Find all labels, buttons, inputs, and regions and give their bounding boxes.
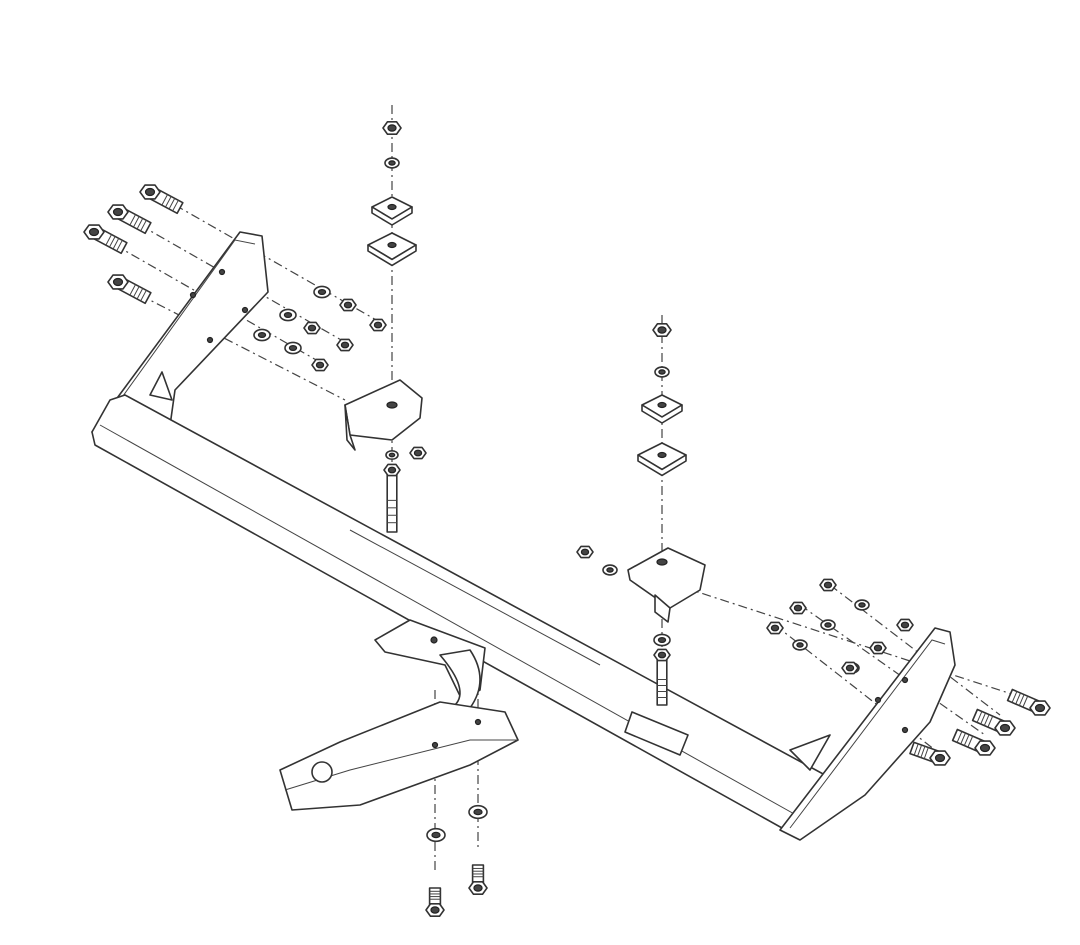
left-center-bracket	[344, 379, 423, 451]
nut-hole	[315, 361, 325, 369]
bolt-thread	[172, 200, 179, 212]
bolt-thread	[112, 238, 120, 250]
bolt-thread	[129, 214, 136, 226]
nut-hole	[793, 604, 803, 612]
nut-hole	[307, 324, 317, 332]
bolt-thread	[105, 234, 112, 246]
bolt-thread	[116, 240, 123, 252]
nut-hole	[873, 644, 883, 652]
bolt-thread	[1011, 691, 1018, 703]
bolt-thread	[161, 194, 168, 206]
bolt-thread	[1022, 695, 1029, 708]
nut-hole	[580, 548, 590, 556]
right-center-bracket	[627, 547, 706, 623]
bolt-thread	[963, 734, 970, 746]
nut-hole	[657, 326, 667, 334]
nut-hole	[387, 466, 397, 474]
hardware	[83, 120, 1051, 918]
washer-hole	[317, 289, 327, 296]
nut-hole	[934, 753, 946, 763]
nut-hole	[999, 723, 1011, 733]
washer-hole	[473, 808, 483, 816]
washer-hole	[796, 642, 804, 648]
bolt-thread	[129, 284, 136, 296]
washer-hole	[824, 622, 832, 628]
right-side-plate	[779, 627, 956, 841]
plate-hole	[657, 401, 667, 409]
nut-hole	[88, 227, 100, 237]
plate-hole	[387, 203, 397, 211]
nut-hole	[900, 621, 910, 629]
nut-hole	[845, 664, 855, 672]
nut-hole	[144, 187, 156, 197]
nut-hole	[823, 581, 833, 589]
bolt-thread	[917, 744, 923, 757]
nut-hole	[112, 277, 124, 287]
bolt-thread	[109, 236, 116, 248]
nut-hole	[343, 301, 353, 309]
main-cross-tube	[91, 394, 826, 839]
bolt-thread	[913, 743, 919, 756]
plate-hole	[657, 451, 667, 459]
nut-hole	[657, 651, 667, 659]
nut-hole	[979, 743, 991, 753]
bolt-thread	[980, 712, 986, 725]
nut-hole	[473, 884, 483, 892]
nut-hole	[373, 321, 383, 329]
nut-hole	[770, 624, 780, 632]
bolt-thread	[956, 731, 963, 743]
washer-hole	[658, 369, 666, 375]
bolt-thread	[136, 218, 144, 230]
bolt-thread	[1015, 692, 1021, 705]
washer-hole	[858, 602, 866, 608]
washer-hole	[431, 831, 441, 839]
nut-hole	[1034, 703, 1046, 713]
square-plate-side	[371, 206, 413, 226]
nut-hole	[413, 449, 423, 457]
square-plate-side	[367, 244, 417, 267]
bolt-thread	[133, 216, 140, 228]
bolt-thread	[976, 711, 983, 723]
hitch-drawbar	[279, 619, 519, 811]
bolt-thread	[967, 735, 974, 748]
washer-hole	[288, 345, 298, 352]
bolt-thread	[165, 196, 172, 208]
plate-hole	[387, 241, 397, 249]
nut-hole	[112, 207, 124, 217]
bolt-thread	[920, 746, 926, 758]
square-plate-side	[637, 454, 687, 477]
washer-hole	[657, 636, 667, 643]
bolt-thread	[133, 286, 140, 298]
bolt-thread	[923, 747, 929, 759]
bolt-thread	[987, 715, 994, 728]
nut-hole	[387, 124, 397, 132]
left-side-plate	[91, 231, 269, 451]
bolt-thread	[136, 288, 144, 300]
bolt-thread	[168, 198, 176, 210]
washer-hole	[388, 160, 396, 166]
washer-hole	[283, 312, 293, 319]
bolt-thread	[983, 714, 990, 726]
bolt-thread	[1018, 694, 1025, 706]
nut-hole	[340, 341, 350, 349]
washer-hole	[388, 452, 396, 458]
bolt-thread	[140, 220, 147, 232]
washer-hole	[257, 332, 267, 339]
bolt-thread	[140, 290, 147, 302]
washer-hole	[606, 567, 614, 573]
bolt-thread	[960, 732, 966, 745]
square-plate-side	[641, 404, 683, 424]
nut-hole	[430, 906, 440, 914]
